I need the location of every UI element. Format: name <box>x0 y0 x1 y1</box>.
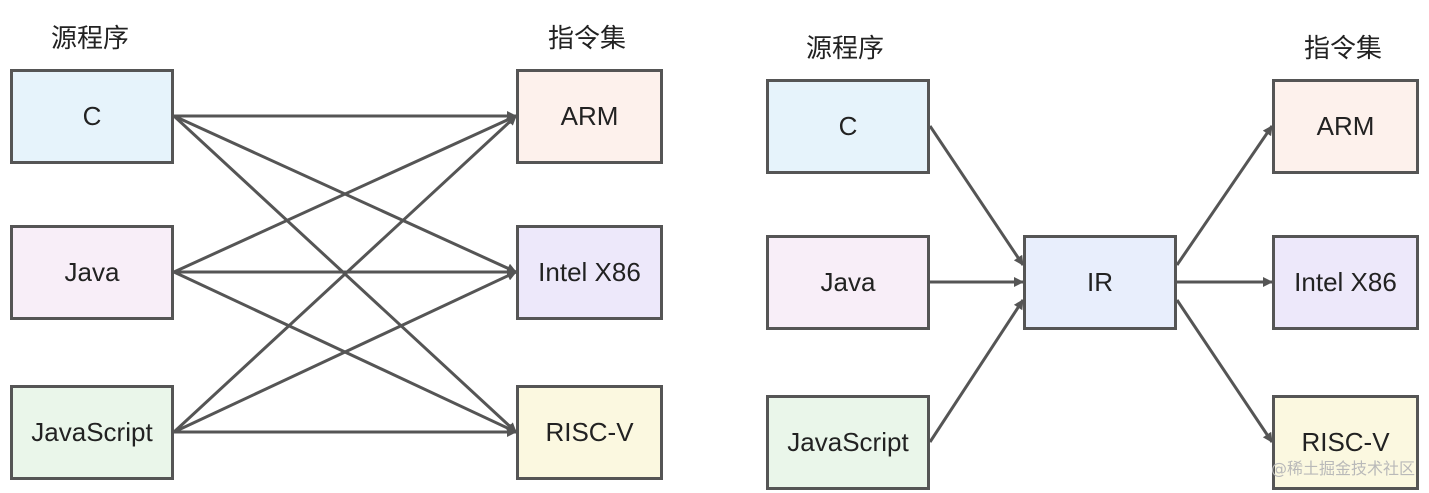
left-connectors <box>172 111 518 437</box>
left-source-title: 源程序 <box>51 24 130 54</box>
left-target-risc-v: RISC-V <box>516 385 663 480</box>
right-source-javascript: JavaScript <box>766 395 930 490</box>
watermark: @稀土掘金技术社区 <box>1270 459 1415 478</box>
right-target-risc-v: RISC-V <box>1272 395 1419 490</box>
arrow-ir-to-arm <box>1175 125 1274 266</box>
arrow-c-to-ir <box>928 125 1025 266</box>
left-target-arm: ARM <box>516 69 663 164</box>
arrow-java-to-arm <box>173 114 517 274</box>
right-hub-ir: IR <box>1023 235 1177 330</box>
left-source-java: Java <box>10 225 174 320</box>
arrow-js-to-x86 <box>173 270 517 434</box>
right-target-arm: ARM <box>1272 79 1419 174</box>
left-source-javascript: JavaScript <box>10 385 174 480</box>
arrow-ir-to-riscv <box>1175 299 1274 443</box>
right-source-java: Java <box>766 235 930 330</box>
left-source-c: C <box>10 69 174 164</box>
left-target-intel-x86: Intel X86 <box>516 225 663 320</box>
right-source-title: 源程序 <box>806 34 885 64</box>
right-connectors <box>928 125 1274 443</box>
arrow-js-to-ir <box>928 299 1025 443</box>
right-target-title: 指令集 <box>1304 34 1383 64</box>
arrow-js-to-arm <box>172 114 518 434</box>
right-source-c: C <box>766 79 930 174</box>
left-target-title: 指令集 <box>548 24 627 54</box>
right-target-intel-x86: Intel X86 <box>1272 235 1419 330</box>
